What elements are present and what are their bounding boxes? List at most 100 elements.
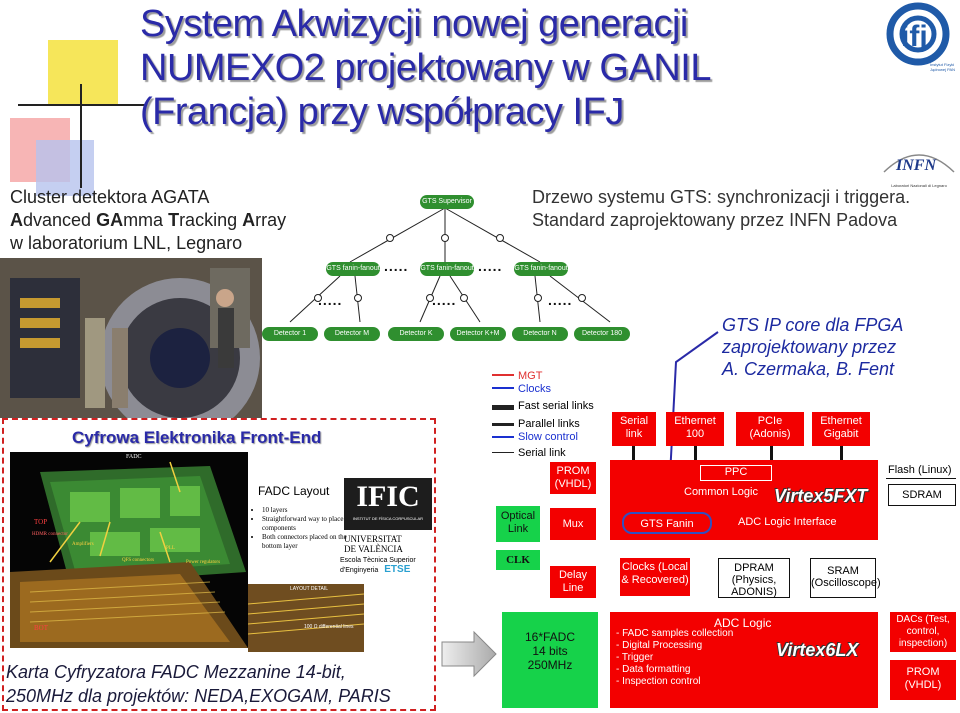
ifj-logo-text: ifj bbox=[901, 20, 928, 53]
virtex5-block bbox=[610, 460, 878, 540]
ific-logo-text: IFIC bbox=[356, 480, 420, 513]
gts-fanin-label: GTS Fanin bbox=[622, 512, 712, 534]
gts-ip-caption: GTS IP core dla FPGA zaprojektowany prze… bbox=[722, 314, 903, 380]
ifj-logo: ifj Instytut Fizyki Jądrowej PAN bbox=[878, 2, 958, 74]
board-label-diff: 100 Ω differential lines bbox=[304, 624, 354, 630]
infn-logo: INFN Laboratori Nazionali di Legnaro bbox=[880, 142, 958, 188]
fadc16-block: 16*FADC 14 bits 250MHz bbox=[502, 612, 598, 708]
common-logic-label: Common Logic bbox=[684, 486, 758, 498]
board-label-power: Power regulators bbox=[186, 560, 221, 565]
gts-fanin-node-1: GTS fanin-fanout bbox=[326, 262, 380, 276]
board-label-qfs: QFS connectors bbox=[122, 558, 155, 563]
deco-line-v bbox=[80, 84, 82, 188]
bullet-item: Both connectors placed on the bottom lay… bbox=[262, 533, 354, 551]
bullet-item: 10 layers bbox=[262, 506, 354, 515]
adc-item: - Digital Processing bbox=[616, 640, 703, 651]
deco-line-h bbox=[18, 104, 148, 106]
etse-logo: Escola Tècnica Superior d'Enginyeria ETS… bbox=[340, 556, 434, 575]
detector-node-m: Detector M bbox=[324, 327, 380, 341]
legend-slow: Slow control bbox=[518, 431, 578, 443]
gts-tree-lines bbox=[289, 207, 611, 323]
gts-ip-line-2: zaprojektowany przez bbox=[722, 337, 897, 357]
virtex6-label: Virtex6LX bbox=[776, 640, 859, 660]
gts-ip-line-1: GTS IP core dla FPGA bbox=[722, 315, 904, 335]
tree-dots-5: ..... bbox=[548, 292, 573, 308]
virtex6-block bbox=[610, 612, 878, 708]
infn-logo-sub: Laboratori Nazionali di Legnaro bbox=[891, 183, 947, 188]
gts-caption-line-2: Standard zaprojektowany przez INFN Padov… bbox=[532, 210, 898, 230]
dpram-block: DPRAM (Physics, ADONIS) bbox=[718, 558, 790, 598]
legend-clocks: Clocks bbox=[518, 383, 552, 395]
fadc-layout-title: FADC Layout bbox=[258, 484, 330, 498]
uv-logo-line-1: UNIVERSITAT bbox=[344, 534, 402, 544]
etse-logo-line-2: d'Enginyeria bbox=[340, 567, 379, 574]
dacs-block: DACs (Test, control, inspection) bbox=[890, 612, 956, 652]
fadc16-line-2: 14 bits bbox=[532, 644, 568, 658]
flash-line bbox=[886, 478, 956, 479]
sram-block: SRAM (Oscilloscope) bbox=[810, 558, 881, 598]
detector-node-1: Detector 1 bbox=[262, 327, 318, 341]
bullet-item: Straightforward way to place components bbox=[262, 515, 354, 533]
optical-link-block: Optical Link bbox=[496, 506, 540, 542]
adc-item: - FADC samples collection bbox=[616, 628, 734, 639]
clocks-block: Clocks (Local & Recovered) bbox=[620, 558, 690, 596]
board-label-amplifiers: Amplifiers bbox=[72, 542, 94, 547]
pcie-block: PCIe (Adonis) bbox=[736, 412, 804, 446]
legend-serial: Serial link bbox=[518, 447, 566, 459]
tree-dots-1: ..... bbox=[384, 258, 409, 274]
agata-caption: Cluster detektora AGATA Advanced GAmma T… bbox=[10, 186, 286, 255]
fadc-card-line-2: 250MHz dla projektów: NEDA,EXOGAM, PARIS bbox=[6, 686, 391, 706]
adc-item: - Data formatting bbox=[616, 664, 691, 675]
board-label-hdmr: HDMR connector bbox=[32, 532, 68, 537]
legend-parallel: Parallel links bbox=[518, 418, 580, 430]
gts-caption-line-1: Drzewo systemu GTS: synchronizacji i tri… bbox=[532, 187, 911, 207]
fadc-card-line-1: Karta Cyfryzatora FADC Mezzanine 14-bit, bbox=[6, 662, 346, 682]
gts-caption: Drzewo systemu GTS: synchronizacji i tri… bbox=[532, 186, 910, 232]
arrow-right-icon bbox=[441, 630, 497, 678]
detector-node-n: Detector N bbox=[512, 327, 568, 341]
ifj-logo-sub: Instytut Fizyki Jądrowej PAN bbox=[930, 62, 956, 72]
prom-vhdl-block: PROM (VHDL) bbox=[550, 462, 596, 494]
detector-node-180: Detector 180 bbox=[574, 327, 630, 341]
legend-mgt: MGT bbox=[518, 370, 543, 382]
agata-line-2: Advanced GAmma Tracking Array bbox=[10, 210, 287, 230]
virtex5-label: Virtex5FXT bbox=[774, 486, 868, 506]
title-line-3: (Francja) przy współpracy IFJ bbox=[140, 91, 624, 133]
sdram-block: SDRAM bbox=[888, 484, 956, 506]
adc-item: - Inspection control bbox=[616, 676, 701, 687]
uv-logo: UNIVERSITAT DE VALÈNCIA bbox=[344, 534, 434, 554]
ppc-label: PPC bbox=[700, 465, 772, 481]
detector-node-km: Detector K+M bbox=[450, 327, 506, 341]
layout-detail-image: LAYOUT DETAIL 100 Ω differential lines bbox=[248, 584, 364, 652]
gts-fanin-node-3: GTS fanin-fanout bbox=[514, 262, 568, 276]
ific-logo-sub: INSTITUT DE FÍSICA CORPUSCULAR bbox=[352, 516, 424, 521]
fadc-layout-bullets: 10 layers Straightforward way to place c… bbox=[248, 506, 354, 551]
frontend-heading: Cyfrowa Elektronika Front-End bbox=[72, 428, 322, 447]
etse-logo-line-3: ETSE bbox=[384, 564, 411, 575]
ethernet-100-block: Ethernet 100 bbox=[666, 412, 724, 446]
title-line-1: System Akwizycji nowej generacji bbox=[140, 3, 688, 45]
mux-block: Mux bbox=[550, 508, 596, 540]
ethernet-gigabit-block: Ethernet Gigabit bbox=[812, 412, 870, 446]
fadc16-line-3: 250MHz bbox=[527, 658, 573, 672]
clk-block: CLK bbox=[496, 550, 540, 570]
adc-item: - Trigger bbox=[616, 652, 654, 663]
frontend-box bbox=[2, 418, 436, 711]
detector-node-k: Detector K bbox=[388, 327, 444, 341]
adc-logic-interface-label: ADC Logic Interface bbox=[738, 516, 837, 528]
agata-line-1: Cluster detektora AGATA bbox=[10, 187, 210, 207]
infn-logo-text: INFN bbox=[895, 157, 937, 174]
title-line-2: NUMEXO2 projektowany w GANIL bbox=[140, 47, 711, 89]
fadc-card-caption: Karta Cyfryzatora FADC Mezzanine 14-bit,… bbox=[6, 660, 391, 708]
fadc16-line-1: 16*FADC bbox=[524, 630, 576, 644]
board-label-fadc: FADC bbox=[126, 454, 142, 460]
board-label-layout-detail: LAYOUT DETAIL bbox=[290, 586, 329, 592]
flash-label: Flash (Linux) bbox=[888, 464, 952, 476]
tree-dots-2: ..... bbox=[478, 258, 503, 274]
serial-link-block: Serial link bbox=[612, 412, 656, 446]
uv-logo-line-2: DE VALÈNCIA bbox=[344, 544, 403, 554]
ific-logo: IFIC INSTITUT DE FÍSICA CORPUSCULAR bbox=[344, 478, 432, 530]
adc-logic-label: ADC Logic bbox=[714, 616, 772, 630]
board-label-top: TOP bbox=[34, 518, 48, 526]
board-label-bot: BOT bbox=[34, 624, 48, 632]
